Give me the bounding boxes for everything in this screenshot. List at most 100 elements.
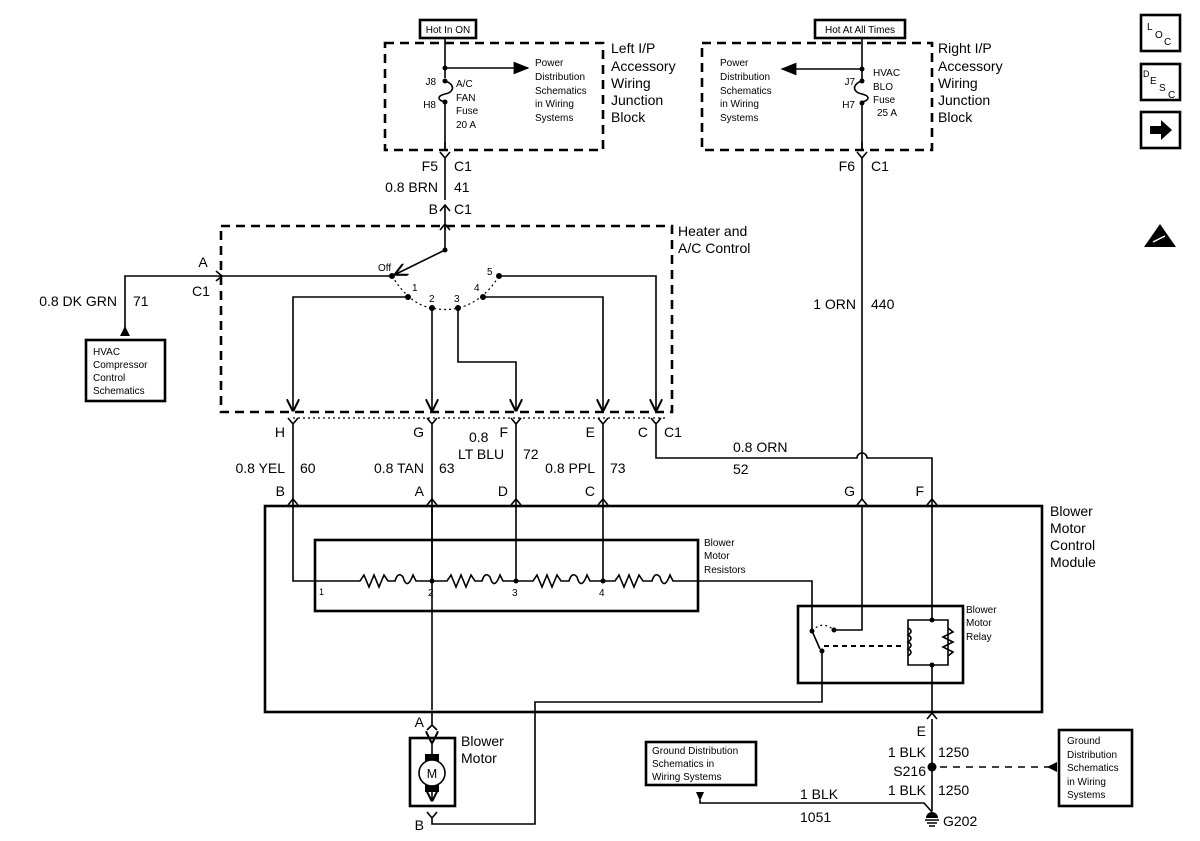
label: E (917, 723, 926, 739)
label: Junction (938, 92, 990, 108)
label: Power (720, 58, 749, 69)
label: J7 (844, 77, 855, 88)
label: 0.8 ORN (733, 439, 787, 455)
label: C (638, 424, 648, 440)
label: Motor (461, 750, 497, 766)
label: 1051 (800, 809, 831, 825)
ground-distribution-ref-right[interactable] (1057, 728, 1134, 808)
right-ip-junction-block: Hot At All Times J7 H7 HVAC BLO Fuse 25 … (700, 18, 1003, 152)
label: Fuse (456, 106, 479, 117)
label: Ground (1067, 736, 1100, 747)
label: Distribution (720, 72, 770, 83)
hot-at-all-times-label-box (813, 18, 907, 40)
label: Relay (966, 632, 992, 643)
label: Motor (1050, 520, 1086, 536)
label: H8 (423, 100, 436, 111)
wire-orn-440: F6 C1 1 ORN 440 (813, 142, 895, 499)
label: LT BLU (458, 446, 504, 462)
label: 73 (610, 460, 626, 476)
label: HVAC (873, 68, 900, 79)
label: O (1155, 30, 1163, 41)
label: C1 (192, 283, 210, 299)
label: Block (611, 109, 646, 125)
label: A (415, 714, 425, 730)
wire-brn-41: F5 C1 0.8 BRN 41 B C1 (385, 142, 472, 231)
label: Systems (720, 113, 758, 124)
hvac-compressor-ref-box[interactable] (84, 338, 167, 403)
label: 5 (487, 267, 493, 278)
label: Blower (461, 733, 504, 749)
label: E (586, 424, 595, 440)
label: Systems (535, 113, 573, 124)
label: Module (1050, 554, 1096, 570)
label: E (1150, 76, 1157, 87)
label: G (844, 483, 855, 499)
label: 41 (454, 179, 470, 195)
label: 3 (454, 294, 460, 305)
label: A/C (456, 79, 473, 90)
label: Motor (704, 551, 730, 562)
label: Right I/P (938, 40, 992, 56)
esd-warning-icon (1144, 224, 1176, 247)
label: B (429, 201, 438, 217)
label: Distribution (1067, 750, 1117, 761)
label: 0.8 PPL (545, 460, 595, 476)
label: L (1147, 22, 1153, 33)
label: Systems (1067, 790, 1105, 801)
label: C1 (454, 201, 472, 217)
arrow-right-icon[interactable] (1139, 110, 1182, 150)
label: 2 (428, 588, 434, 599)
label: 60 (300, 460, 316, 476)
label: Left I/P (611, 40, 655, 56)
label: Distribution (535, 72, 585, 83)
label: J8 (425, 77, 436, 88)
label: BLO (873, 82, 893, 93)
label: C (1168, 90, 1175, 101)
label: F5 (422, 158, 439, 174)
label: A (198, 254, 208, 270)
label: H7 (842, 100, 855, 111)
label: 71 (133, 293, 149, 309)
label: Schematics (93, 386, 145, 397)
label: 1 BLK (888, 744, 927, 760)
label: F (915, 483, 924, 499)
label: 0.8 YEL (235, 460, 285, 476)
label: 3 (512, 588, 518, 599)
label: 1 ORN (813, 296, 856, 312)
ground-circuit: E 1 BLK 1250 S216 1 BLK 1250 Ground Dist… (644, 711, 1134, 829)
label: Wiring (938, 75, 978, 91)
label: C (1164, 37, 1171, 48)
label: Blower (966, 605, 997, 616)
label: 1 (412, 283, 418, 294)
label: in Wiring (535, 99, 574, 110)
label: D (498, 483, 508, 499)
label: 0.8 BRN (385, 179, 438, 195)
label: Junction (611, 92, 663, 108)
label: Compressor (93, 360, 148, 371)
label: 25 A (877, 108, 897, 119)
label: Schematics (535, 86, 587, 97)
label: FAN (456, 93, 475, 104)
control-to-module-wires: 0.8 YEL 60 0.8 TAN 63 0.8 LT BLU 72 0.8 … (235, 424, 938, 506)
label: Power (535, 58, 564, 69)
ground-distribution-ref-left[interactable] (644, 740, 758, 787)
splice-s216 (927, 762, 937, 772)
label: 0.8 (469, 429, 489, 445)
label: in Wiring (1067, 777, 1106, 788)
label: Blower (1050, 503, 1093, 519)
desc-icon[interactable]: D E S C (1139, 62, 1182, 102)
label: Blower (704, 538, 735, 549)
label: Wiring (611, 75, 651, 91)
loc-icon[interactable]: L O C (1139, 13, 1182, 53)
label: Ground Distribution (652, 746, 738, 757)
label: Motor (966, 618, 992, 629)
label: 2 (429, 294, 435, 305)
label: Wiring Systems (652, 772, 721, 783)
blower-motor-relay (796, 604, 965, 685)
label: Resistors (704, 565, 746, 576)
label: H (275, 424, 285, 440)
label: G202 (943, 813, 977, 829)
label: C (585, 483, 595, 499)
label: C1 (664, 424, 682, 440)
